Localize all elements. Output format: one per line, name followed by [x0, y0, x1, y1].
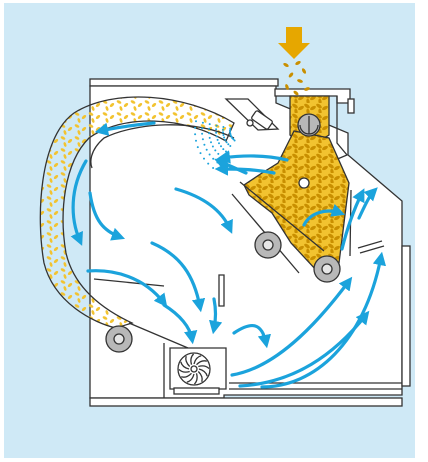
airflow-arrow-icon — [214, 299, 216, 329]
roller-icon — [106, 326, 132, 352]
fan-impeller-icon — [178, 353, 210, 385]
feed-roller-icon — [298, 114, 320, 136]
roller-icon — [255, 232, 281, 258]
roller-icon — [314, 256, 340, 282]
machine-diagram — [4, 3, 415, 458]
pivot — [299, 178, 309, 188]
